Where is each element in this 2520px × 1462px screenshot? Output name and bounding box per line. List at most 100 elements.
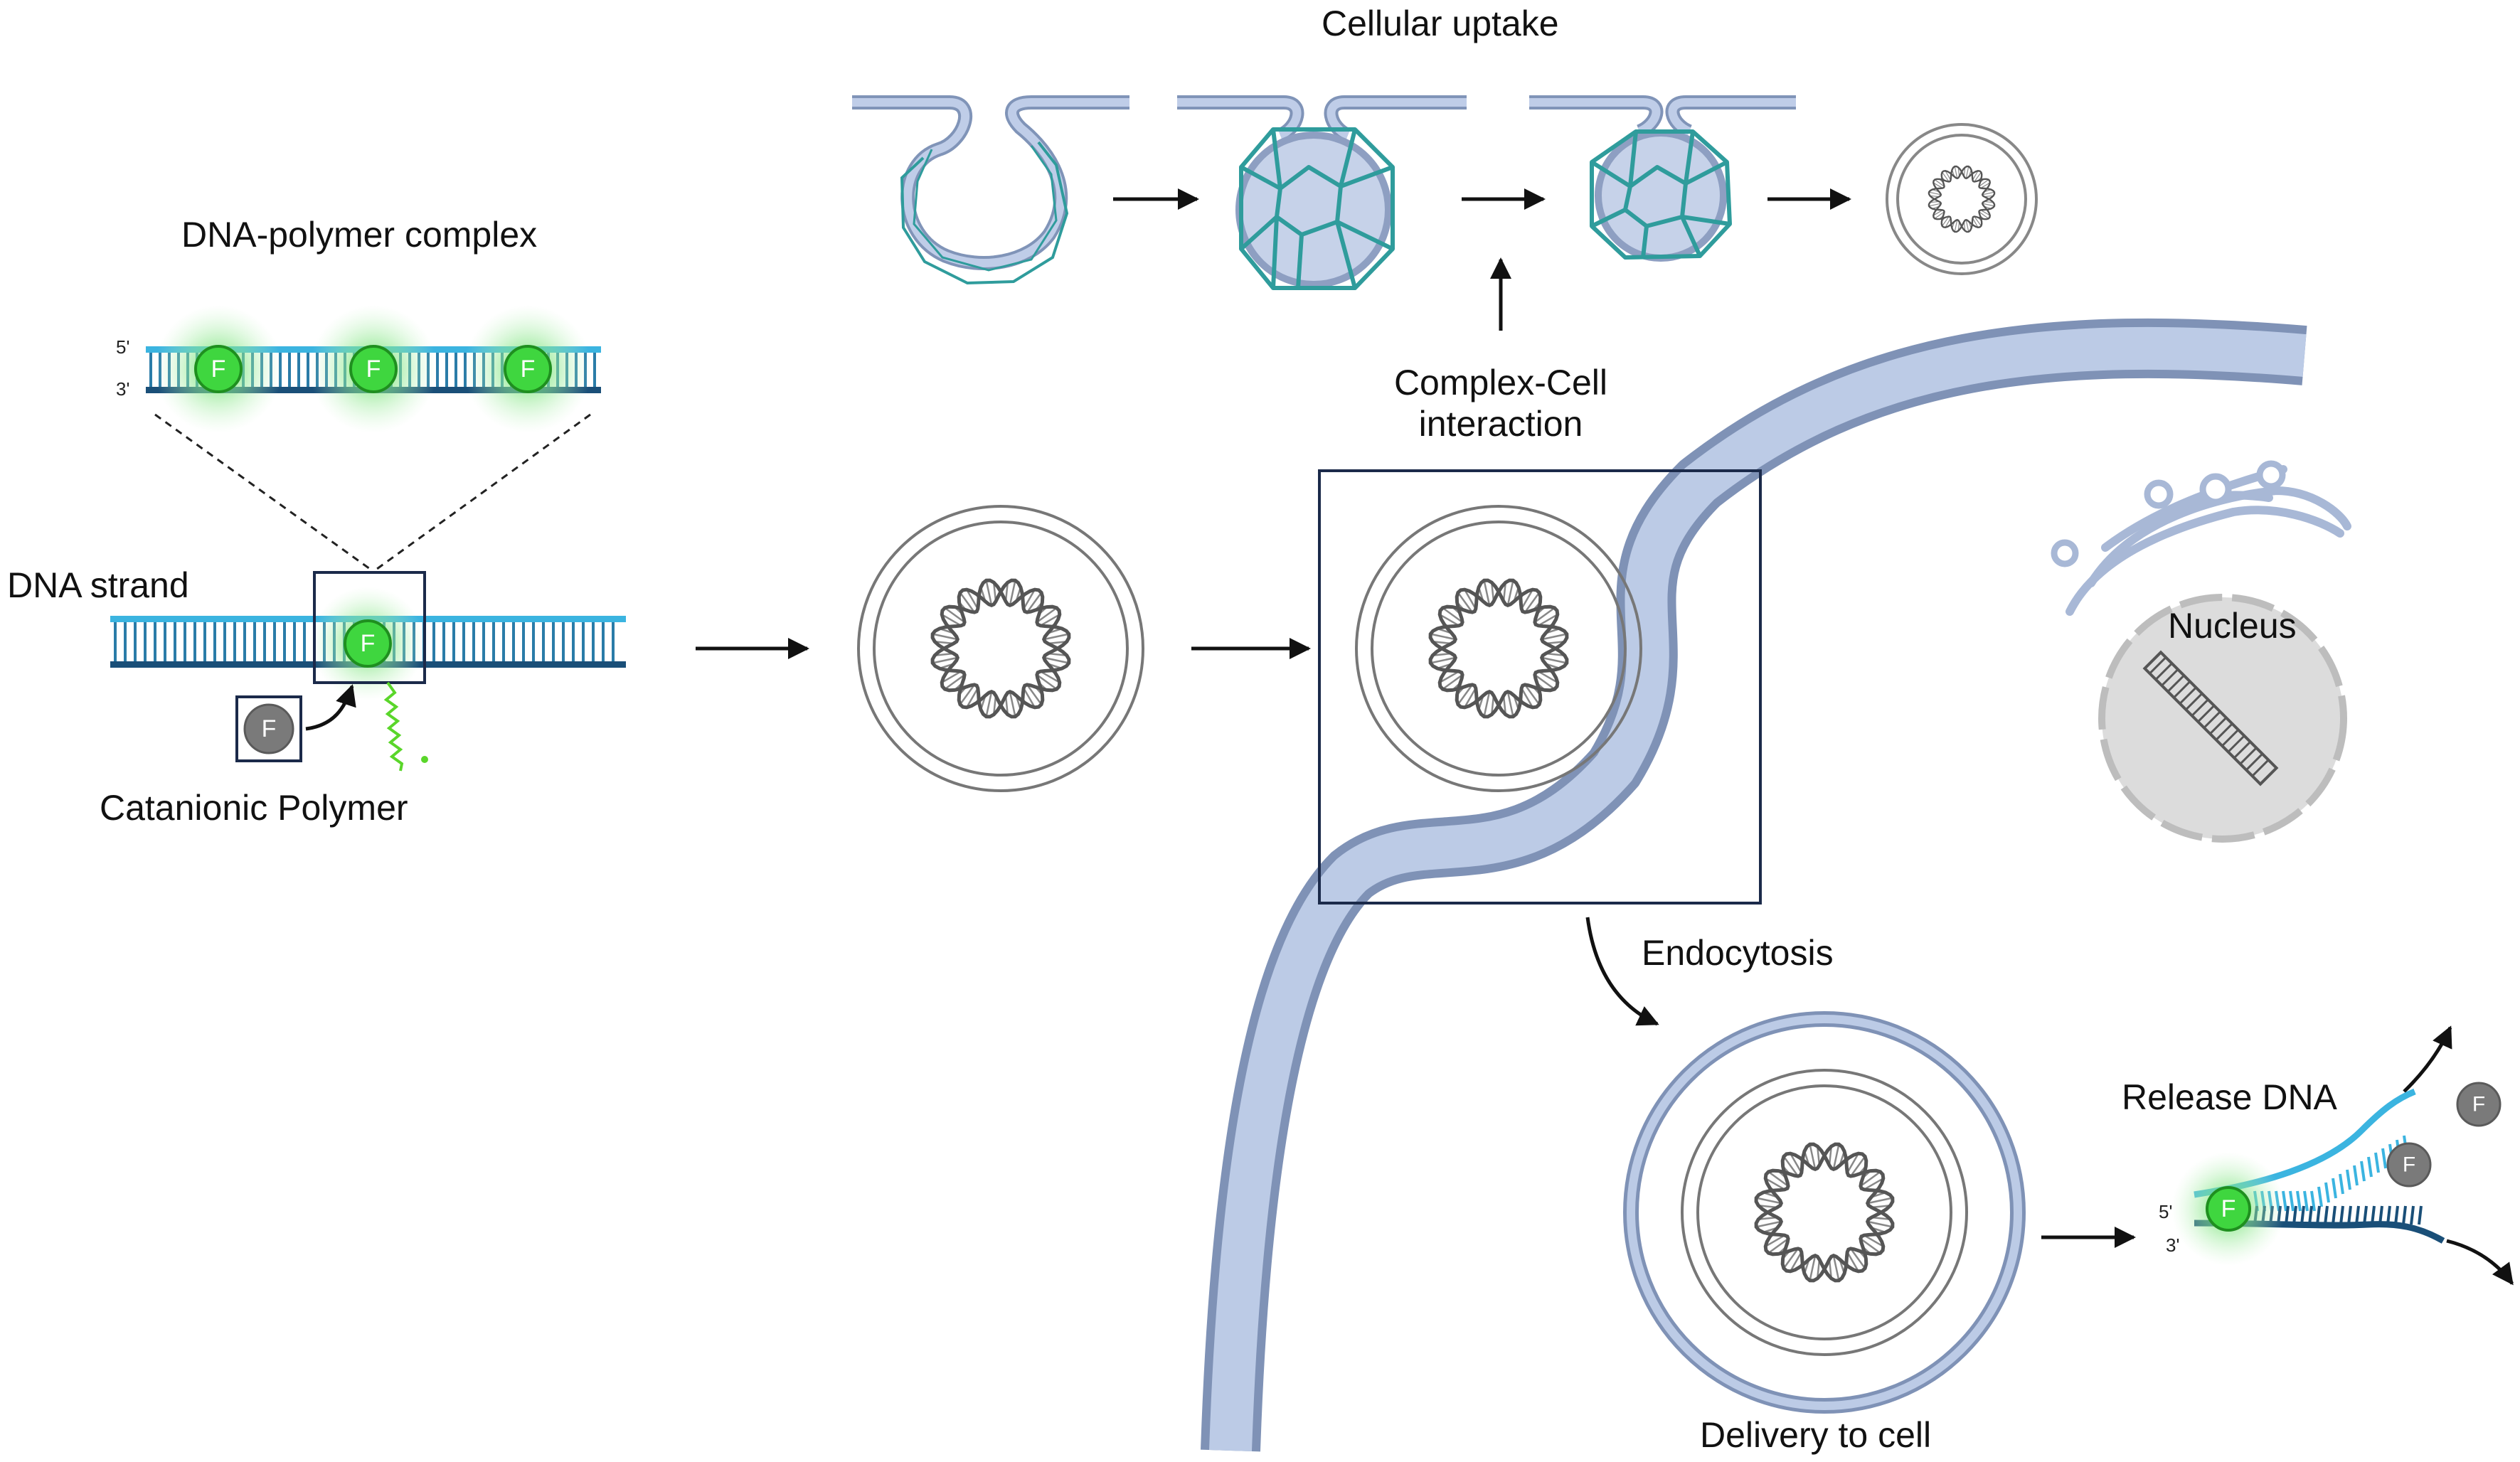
ring-base-pair	[1846, 1153, 1859, 1173]
ring-base-pair	[1954, 220, 1958, 233]
fluor-letter-5: F	[262, 715, 277, 742]
ring-base-pair	[1945, 170, 1952, 181]
release-arrow-down	[2446, 1239, 2514, 1286]
ring-base-pair	[1832, 1143, 1840, 1170]
label-catanionic-polymer: Catanionic Polymer	[100, 788, 408, 828]
ring-base-pair	[1860, 1170, 1881, 1188]
released-lower-base	[2292, 1205, 2297, 1225]
ring-base-pair	[1439, 671, 1460, 683]
ring-backbone-a	[930, 578, 1071, 719]
released-lower-base	[2300, 1205, 2305, 1225]
fluor-letter-7: F	[2403, 1153, 2415, 1177]
ring-base-pair	[1524, 684, 1541, 705]
ring-base-pair	[1430, 633, 1456, 641]
complex-fluor-1	[154, 305, 282, 433]
released-lower-base	[2402, 1205, 2407, 1225]
ring-base-pair	[959, 684, 976, 705]
released-lower-base	[2355, 1205, 2360, 1225]
released-lower-base	[2418, 1205, 2423, 1225]
ring-base-pair	[1928, 203, 1941, 207]
released-upper-base	[2381, 1148, 2387, 1169]
polymer-gray-fluor	[243, 703, 294, 754]
ring-base-pair	[1430, 656, 1456, 664]
ring-base-pair	[1782, 1156, 1799, 1177]
released-lower-base	[2339, 1205, 2344, 1225]
ring-base-pair	[966, 688, 979, 708]
flow-arrows	[696, 188, 2514, 1286]
ring-base-pair	[1767, 1170, 1789, 1188]
ring-base-pair	[1942, 171, 1950, 182]
ring-base-pair	[1009, 580, 1016, 606]
fluor-letters: F F F F F F F F	[211, 356, 2486, 1222]
ring-base-pair	[1534, 607, 1556, 624]
label-complex-cell-interaction: Complex-Cell interaction	[1316, 363, 1686, 444]
ring-base-pair	[1506, 580, 1514, 606]
ring-backbone-a	[1754, 1142, 1895, 1283]
ring-base-pair	[1945, 218, 1952, 228]
ring-base-pair	[1506, 691, 1514, 717]
strand-fluor	[344, 619, 392, 668]
binding-arrow	[305, 684, 356, 731]
ring-base-pair	[1832, 1255, 1840, 1281]
ring-base-pair	[1534, 673, 1556, 690]
zoom-box	[313, 571, 426, 684]
released-upper-base	[2353, 1165, 2359, 1186]
ring-base-pair	[1979, 211, 1989, 219]
ring-base-pair	[944, 607, 965, 624]
ring-base-pair	[1972, 170, 1979, 181]
ring-base-pair	[1809, 1143, 1817, 1170]
ring-base-pair	[1972, 218, 1979, 228]
release-arrow-up	[2403, 1025, 2452, 1093]
ring-base-pair	[1782, 1248, 1799, 1269]
dna-strand-graphic	[110, 571, 626, 772]
ring-base-pair	[1457, 684, 1474, 705]
released-upper-base	[2310, 1190, 2316, 1212]
uptake-coated-vesicle	[1177, 95, 1467, 290]
ring-base-pair	[1928, 191, 1941, 196]
ring-base-pair	[1040, 614, 1060, 626]
ring-backbone-b	[1754, 1142, 1895, 1283]
ring-base-pair	[1974, 171, 1982, 182]
cell-membrane	[1201, 318, 2307, 1452]
complex-particle-2	[1355, 505, 1642, 792]
ring-base-pair	[1934, 211, 1945, 219]
ring-base-pair	[1464, 688, 1477, 708]
fluor-letter-2: F	[366, 356, 381, 383]
ring-base-pair	[1864, 1234, 1884, 1247]
ring-base-pair	[1026, 592, 1043, 613]
ring-base-pair	[1809, 1255, 1817, 1281]
ring-base-pair	[1942, 216, 1950, 227]
ring-base-pair	[1043, 656, 1070, 664]
ring-base-pair	[1867, 1197, 1893, 1205]
label-complex-cell-line2: interaction	[1418, 403, 1583, 444]
released-upper-base	[2360, 1160, 2366, 1182]
ring-base-pair	[985, 691, 993, 717]
complex-fluor-2	[309, 305, 437, 433]
ring-base-pair	[1023, 688, 1036, 708]
ring-base-pair	[1867, 1220, 1893, 1228]
ring-base-pair	[1524, 592, 1541, 613]
released-upper-base	[2367, 1156, 2373, 1178]
ring-base-pair	[1009, 691, 1016, 717]
fluor-letter-1: F	[211, 356, 226, 383]
ring-base-pair	[1026, 684, 1043, 705]
uptake-budded-vesicle	[1529, 95, 1796, 262]
ring-base-pair	[1023, 589, 1036, 609]
ring-base-pair	[1934, 179, 1945, 187]
released-upper-base	[2374, 1152, 2380, 1173]
released-upper-base	[2324, 1182, 2330, 1203]
ring-base-pair	[1982, 191, 1995, 196]
released-dna	[2171, 1082, 2502, 1266]
ring-base-pair	[1521, 688, 1533, 708]
label-endocytosis: Endocytosis	[1642, 933, 1834, 973]
fluor-letter-4: F	[361, 630, 376, 657]
ring-base-pair	[1849, 1156, 1866, 1177]
complex-particle-1	[857, 505, 1144, 792]
released-lower-base	[2394, 1205, 2399, 1225]
ring-base-pair	[932, 656, 958, 664]
ring-base-pair	[1541, 656, 1568, 664]
nuclear-dna-icon	[2142, 650, 2279, 786]
ring-base-pair	[1932, 209, 1943, 216]
